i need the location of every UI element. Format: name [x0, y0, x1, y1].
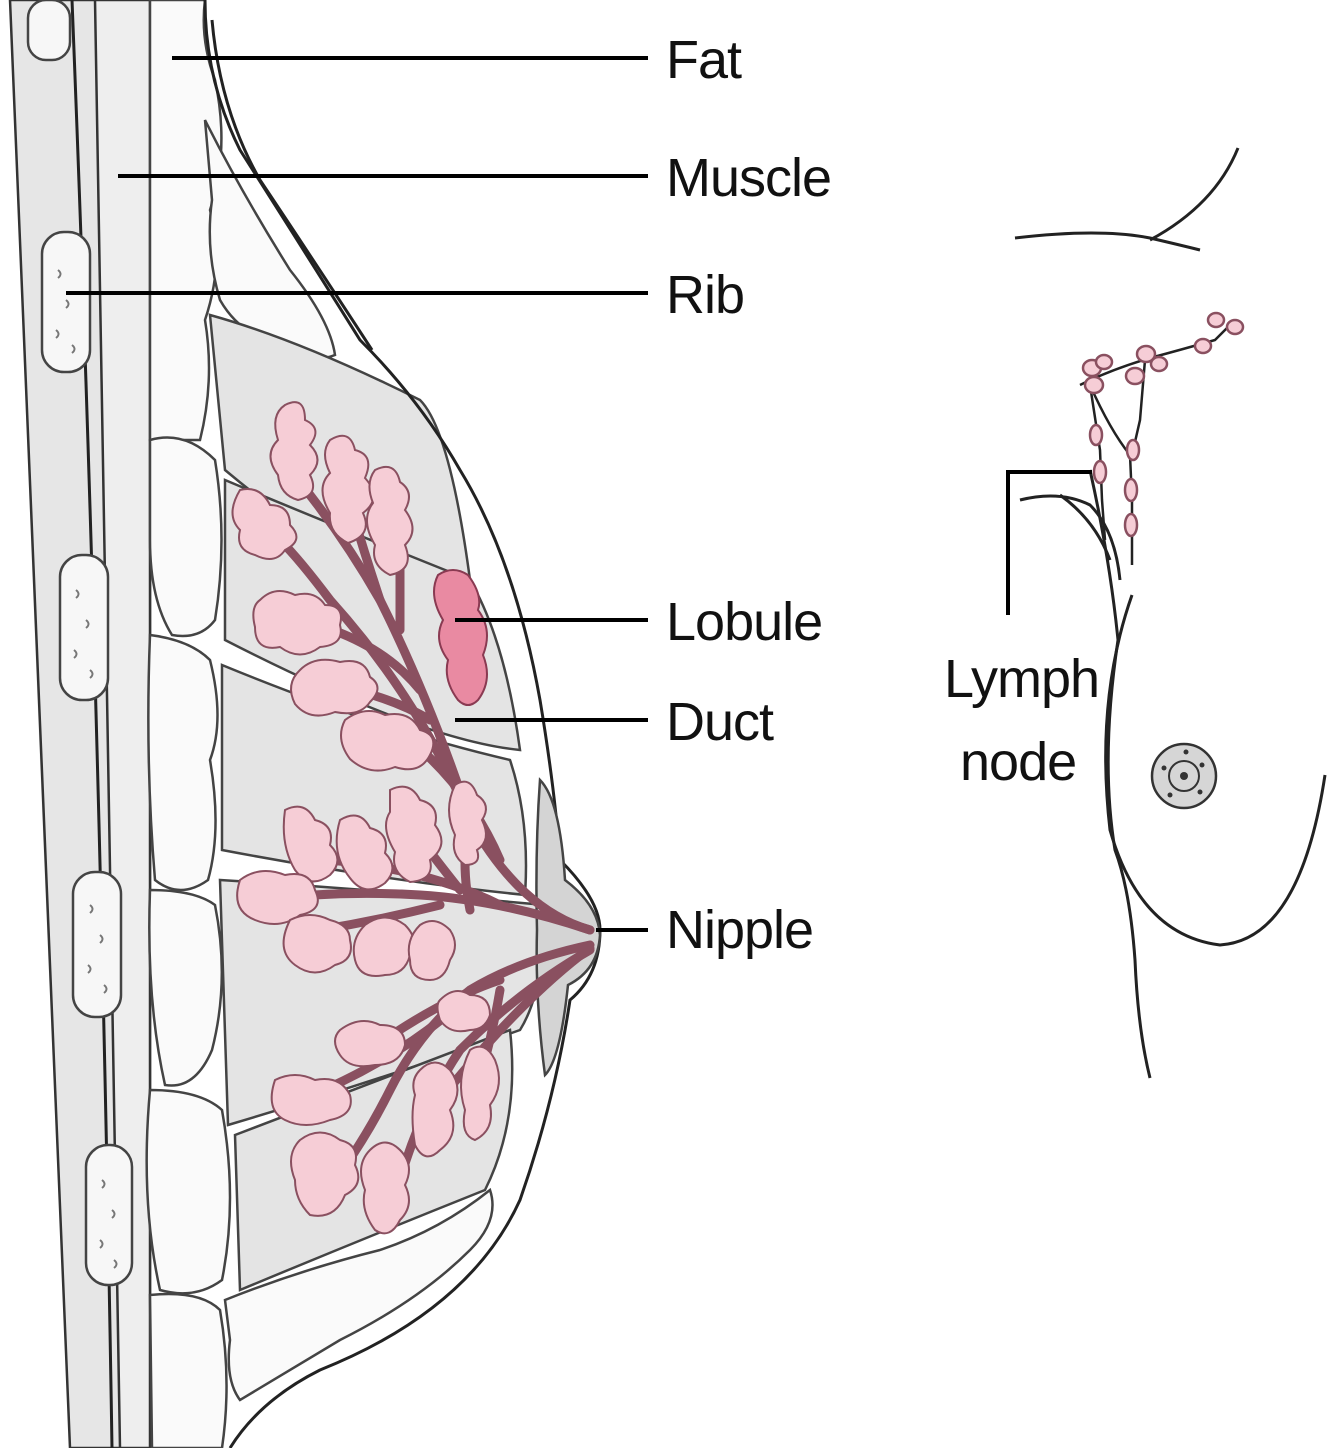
lymph-node-label-line1: Lymph — [944, 649, 1099, 709]
rib-shape — [60, 555, 108, 700]
neck-line — [1150, 148, 1238, 240]
cross-section-illustration — [10, 0, 600, 1448]
lobule-cluster — [272, 1075, 351, 1125]
muscle-label: Muscle — [666, 148, 831, 208]
lymph-node — [1090, 425, 1102, 445]
lymph-node — [1195, 339, 1211, 353]
rib-label: Rib — [666, 265, 744, 325]
rib-shape — [86, 1145, 132, 1285]
lobule-cluster — [335, 1021, 405, 1066]
lymph-node — [1151, 357, 1167, 371]
labels: Fat Muscle Rib Lobule Duct Nipple Lymph … — [666, 30, 1099, 960]
areola — [1152, 744, 1216, 808]
lobule-cluster — [284, 915, 351, 973]
lymph-node — [1125, 479, 1137, 501]
rib-shape — [73, 872, 121, 1017]
lobule-cluster — [354, 918, 414, 977]
lymph-node — [1208, 313, 1224, 327]
lymph-node — [1227, 320, 1243, 334]
shoulder-line — [1015, 233, 1200, 250]
lobule-cluster — [291, 660, 378, 716]
nipple-label: Nipple — [666, 900, 813, 960]
lymph-node — [1127, 440, 1139, 460]
duct-label: Duct — [666, 692, 774, 752]
rib-shape — [42, 232, 90, 372]
lymph-nodes — [1083, 313, 1243, 536]
lymph-node — [1125, 514, 1137, 536]
lymph-node — [1094, 461, 1106, 483]
lymph-node-leader — [1008, 472, 1092, 615]
rib-shape — [28, 0, 70, 60]
lymph-node — [1085, 377, 1103, 393]
torso-side — [1090, 470, 1150, 1078]
lymph-node — [1126, 368, 1144, 384]
fat-label: Fat — [666, 30, 742, 90]
lobule-label: Lobule — [666, 592, 822, 652]
lymph-node-label-line2: node — [960, 732, 1076, 792]
front-view-illustration — [1008, 148, 1325, 1078]
lymph-node — [1096, 355, 1112, 369]
lobule-cluster — [438, 991, 491, 1031]
